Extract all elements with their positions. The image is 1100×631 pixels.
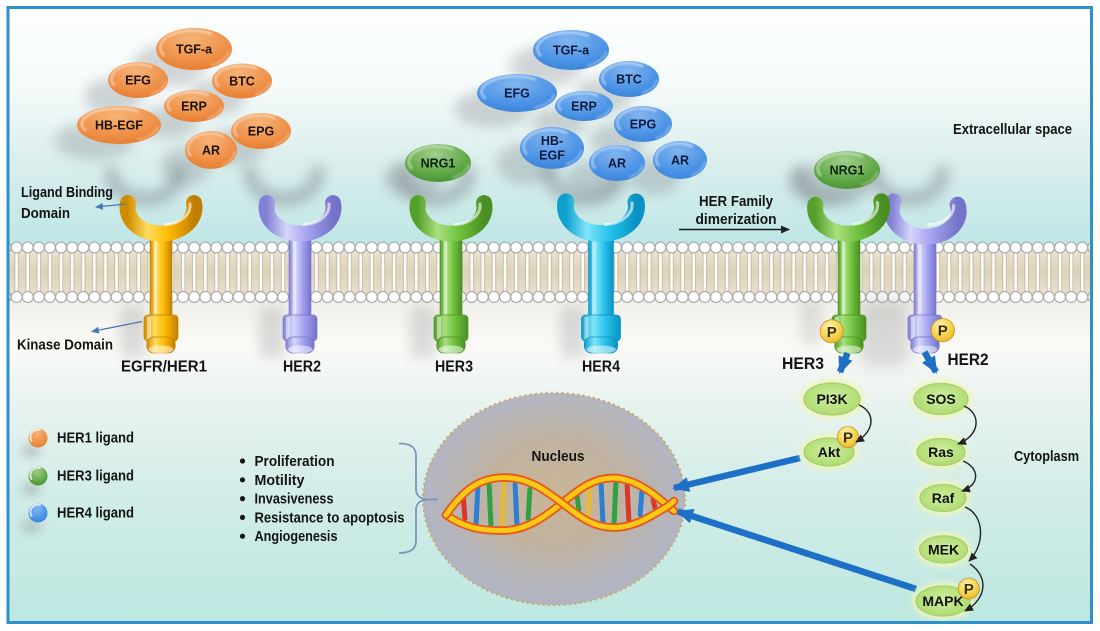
svg-text:HER Family: HER Family [699, 193, 774, 210]
svg-text:Nucleus: Nucleus [532, 448, 585, 465]
svg-text:EFG: EFG [504, 87, 530, 101]
svg-text:BTC: BTC [229, 75, 255, 89]
svg-text:Raf: Raf [932, 490, 955, 506]
svg-text:HB-: HB- [541, 134, 563, 148]
svg-text:HB-EGF: HB-EGF [95, 119, 143, 133]
svg-text:EPG: EPG [630, 118, 656, 132]
svg-text:EGFR/HER1: EGFR/HER1 [121, 359, 207, 376]
svg-text:HER4: HER4 [582, 359, 620, 376]
svg-text:Ligand Binding: Ligand Binding [21, 184, 113, 201]
svg-text:AR: AR [202, 144, 220, 158]
svg-text:P: P [827, 324, 837, 341]
svg-text:ERP: ERP [181, 100, 207, 114]
svg-text:Motility: Motility [255, 472, 306, 489]
svg-text:TGF-a: TGF-a [176, 43, 213, 57]
svg-text:Domain: Domain [21, 205, 70, 222]
svg-text:Resistance to apoptosis: Resistance to apoptosis [255, 509, 405, 526]
svg-text:HER3: HER3 [782, 354, 824, 373]
svg-text:Kinase Domain: Kinase Domain [17, 337, 113, 354]
svg-text:Akt: Akt [818, 444, 841, 460]
svg-text:EGF: EGF [539, 149, 565, 163]
svg-text:AR: AR [671, 154, 689, 168]
svg-text:P: P [964, 581, 974, 598]
svg-text:Cytoplasm: Cytoplasm [1014, 448, 1079, 465]
svg-text:SOS: SOS [926, 391, 956, 407]
svg-text:Ras: Ras [928, 444, 954, 460]
svg-text:EPG: EPG [248, 125, 274, 139]
svg-text:dimerization: dimerization [696, 211, 777, 228]
svg-text:P: P [843, 430, 853, 447]
svg-text:HER3 ligand: HER3 ligand [57, 468, 134, 485]
svg-text:BTC: BTC [616, 73, 642, 87]
svg-text:PI3K: PI3K [816, 391, 847, 407]
svg-text:HER2: HER2 [948, 350, 989, 369]
svg-text:Invasiveness: Invasiveness [255, 491, 334, 508]
svg-text:EFG: EFG [125, 74, 151, 88]
svg-text:ERP: ERP [571, 100, 597, 114]
svg-text:P: P [938, 323, 948, 340]
svg-text:MEK: MEK [928, 542, 959, 558]
svg-text:TGF-a: TGF-a [553, 44, 590, 58]
svg-text:HER2: HER2 [283, 359, 321, 376]
svg-text:Angiogenesis: Angiogenesis [255, 528, 338, 545]
svg-text:NRG1: NRG1 [421, 157, 456, 171]
svg-text:NRG1: NRG1 [830, 164, 865, 178]
svg-text:Extracellular space: Extracellular space [953, 121, 1072, 138]
svg-text:Proliferation: Proliferation [255, 453, 335, 470]
svg-text:HER1 ligand: HER1 ligand [57, 430, 134, 447]
svg-text:HER3: HER3 [435, 359, 473, 376]
svg-text:HER4 ligand: HER4 ligand [57, 505, 134, 522]
svg-text:MAPK: MAPK [922, 593, 963, 609]
svg-text:AR: AR [608, 157, 626, 171]
